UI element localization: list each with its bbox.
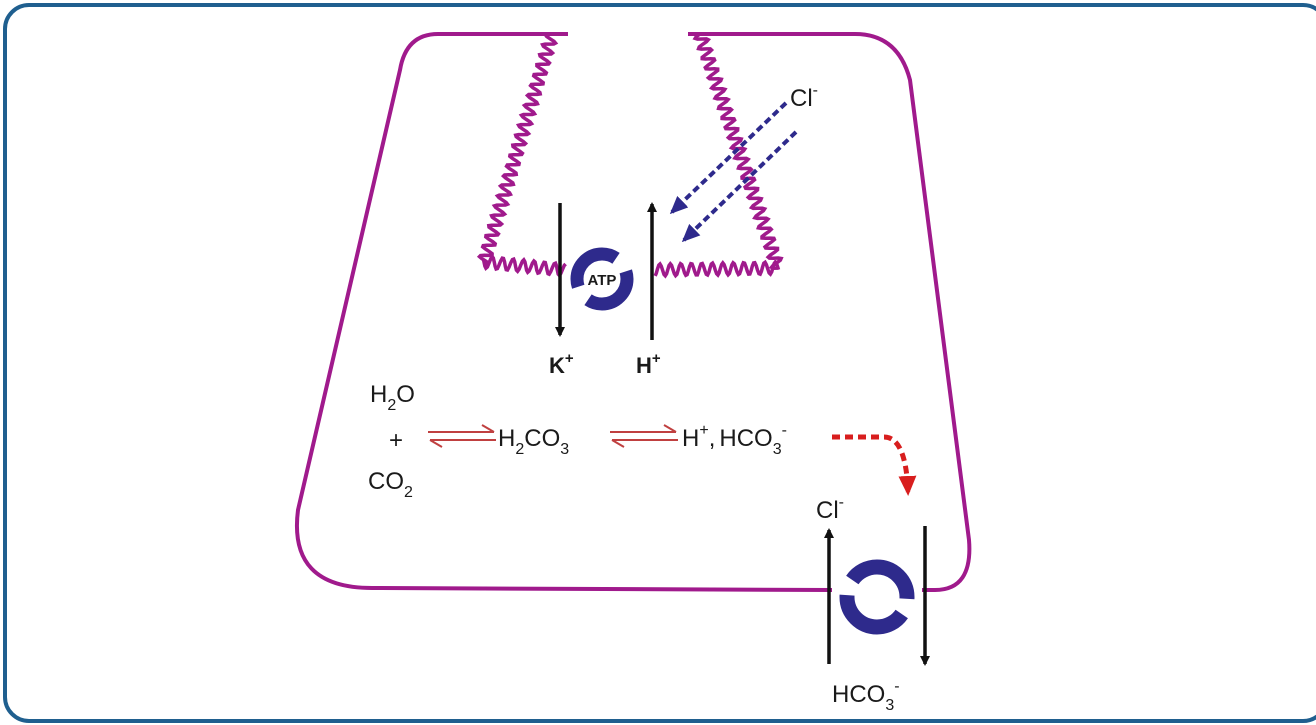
cl-arrow-upper xyxy=(669,101,788,215)
atp-pump-icon: ATP xyxy=(570,247,634,311)
anion-exchanger-icon xyxy=(839,559,915,635)
k-ion-label: K+ xyxy=(549,350,574,378)
plus-sign: + xyxy=(389,427,403,454)
cell-membrane xyxy=(295,32,972,592)
co2-label: CO2 xyxy=(368,468,413,501)
lumen-cl-label: Cl- xyxy=(790,82,818,112)
exchanger-cl-label: Cl- xyxy=(816,494,844,524)
bicarbonate-transfer-arrow xyxy=(832,434,917,496)
canaliculus-left-wall xyxy=(476,32,567,279)
products-label: H+,HCO3- xyxy=(682,422,787,458)
h-ion-label: H+ xyxy=(636,350,661,378)
exchanger-hco3-label: HCO3- xyxy=(832,678,900,714)
equilibrium-arrow-2 xyxy=(610,424,678,448)
outer-frame xyxy=(3,3,1316,723)
equilibrium-arrow-1 xyxy=(428,424,496,448)
cl-arrow-lower xyxy=(681,130,798,243)
atp-label: ATP xyxy=(588,272,617,289)
canaliculus-right-wall xyxy=(653,32,784,279)
carbonic-acid-label: H2CO3 xyxy=(498,425,569,458)
water-label: H2O xyxy=(370,381,415,414)
